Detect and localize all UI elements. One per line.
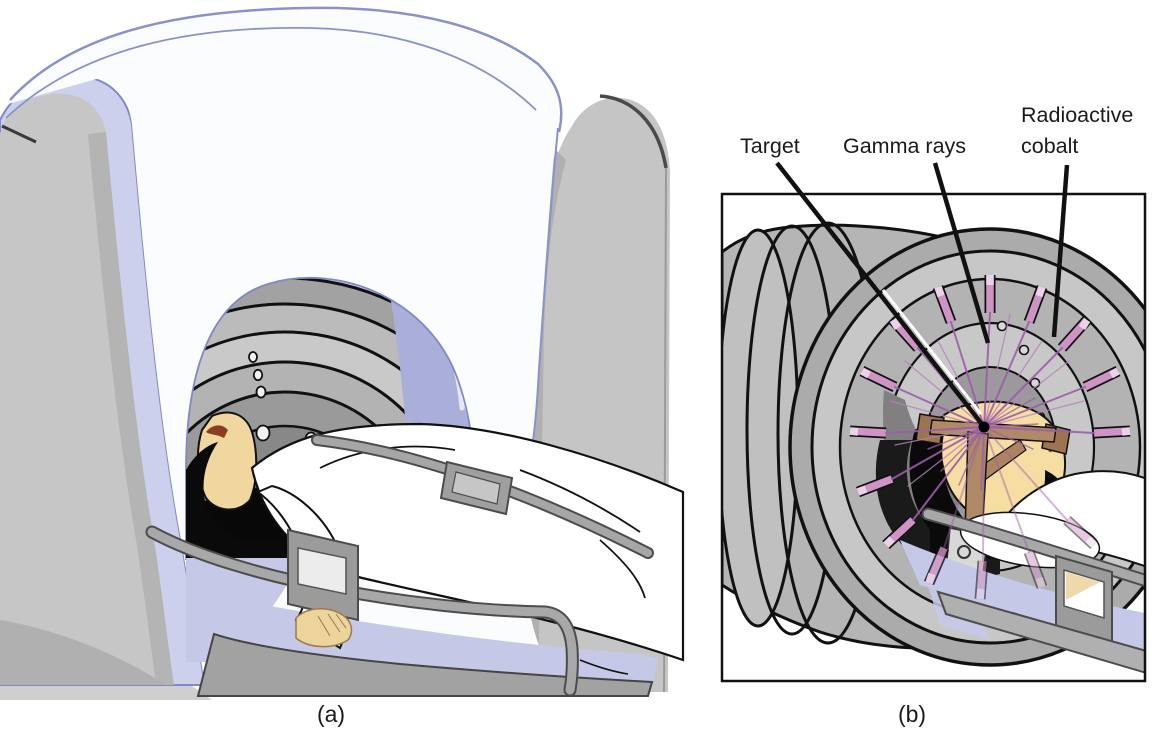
bore-hole: [248, 351, 258, 363]
cover-top-trim: [9, 6, 563, 133]
bore-hole: [255, 385, 267, 399]
gamma-rays: [885, 312, 1095, 562]
treatment-couch: [145, 434, 654, 697]
panel-a-caption: (a): [317, 701, 345, 727]
patient-brow: [206, 425, 228, 438]
panel-b-caption: (b): [898, 701, 926, 727]
callout-target-label: Target: [740, 134, 800, 158]
couch-base-b: [936, 590, 1145, 674]
callout-gamma-rays-line: [932, 162, 991, 344]
callout-target-line-highlight: [881, 289, 983, 415]
panel-a-illustration: (a): [0, 6, 685, 727]
callout-gamma-rays-label: Gamma rays: [843, 134, 966, 158]
couch-base: [196, 632, 654, 697]
callout-cobalt-line1: Radioactive: [1021, 103, 1133, 127]
cobalt-source-rods: [849, 275, 1131, 600]
helmet-hole: [996, 320, 1008, 332]
callout-lines: [775, 161, 1070, 425]
callout-cobalt-line2: cobalt: [1021, 134, 1078, 158]
couch-control-box: [287, 528, 359, 622]
patient-hair: [186, 442, 330, 560]
patient-hand: [295, 608, 353, 648]
bore-hole: [255, 424, 271, 442]
callout-target-line: [775, 161, 983, 425]
target-dot: [978, 421, 990, 433]
rail-bracket: [439, 460, 514, 516]
helmet-shadow: [875, 440, 1000, 577]
cover-seam-trim: [5, 26, 537, 119]
callout-cobalt-label: Radioactive cobalt: [1021, 103, 1139, 158]
control-box-b: [1055, 554, 1113, 654]
helmet-hole: [1018, 344, 1030, 356]
panel-b-frame: [720, 192, 1147, 683]
bore-hole: [252, 368, 264, 382]
panel-b-illustration: Target Gamma rays Radioactive cobalt (b): [720, 103, 1147, 727]
callout-cobalt-line: [1051, 164, 1070, 338]
